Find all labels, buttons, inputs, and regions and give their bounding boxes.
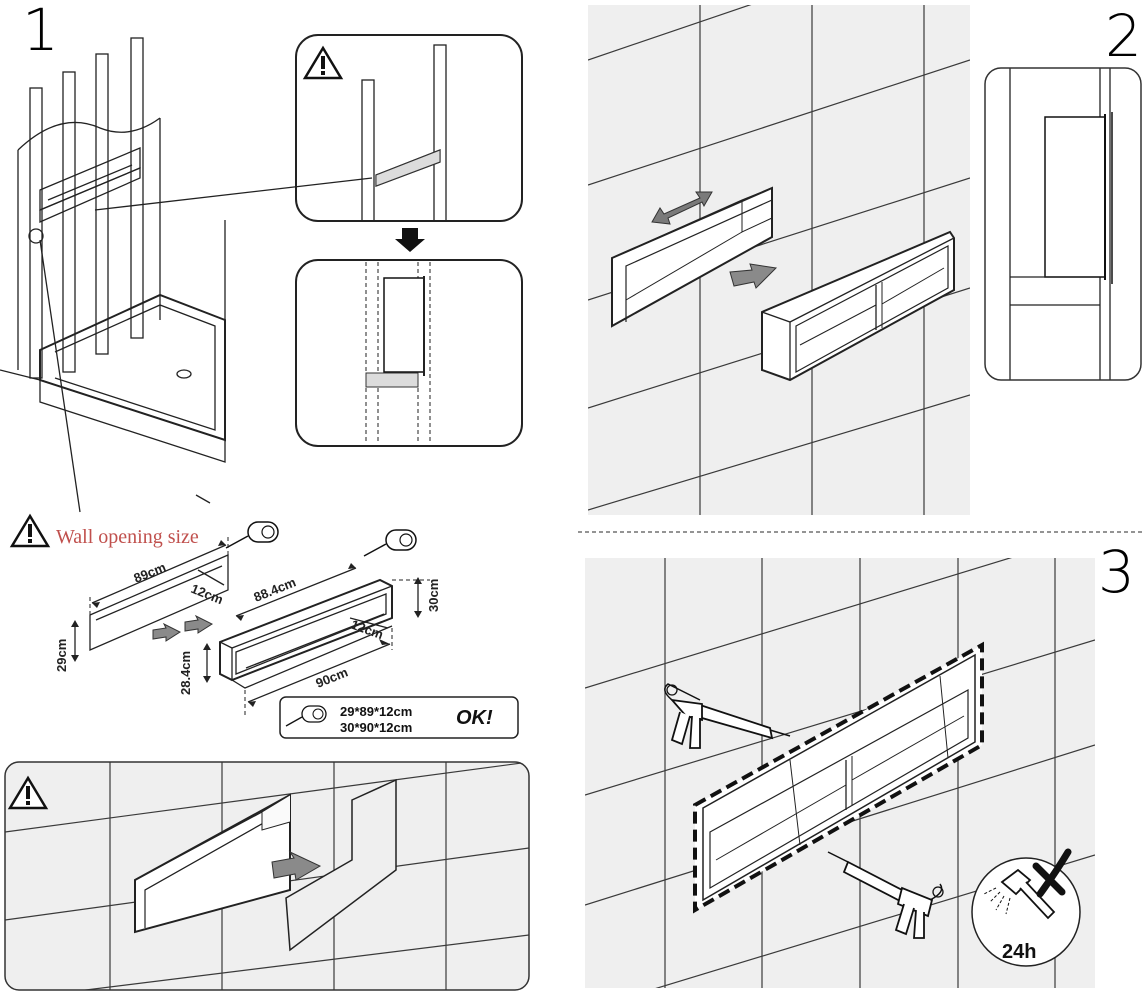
warning-triangle-icon xyxy=(302,45,344,80)
size-line-2: 30*90*12cm xyxy=(340,720,412,735)
push-arrow-icon xyxy=(152,614,214,642)
leader-line-2 xyxy=(39,239,81,513)
cross-mark-icon xyxy=(1032,848,1072,898)
leader-line-1 xyxy=(94,177,373,211)
no-shower-24h-badge: 24h xyxy=(971,848,1081,967)
warning-triangle-icon xyxy=(9,513,51,548)
dim-niche-inner-height: 28.4cm xyxy=(178,651,193,695)
tape-measure-icon xyxy=(285,705,327,727)
detail-box-side xyxy=(295,259,523,447)
wall-studs xyxy=(17,37,161,379)
wall-opening-label: Wall opening size xyxy=(56,526,199,548)
wall-opening-warning: Wall opening size xyxy=(9,513,199,548)
shower-head-icon xyxy=(983,868,1056,920)
down-arrow-icon xyxy=(395,228,425,252)
ok-label: OK! xyxy=(456,707,493,729)
step1-number: 1 xyxy=(22,0,59,64)
caulk-gun-icon xyxy=(664,683,791,749)
shower-tray xyxy=(0,220,226,463)
size-line-1: 29*89*12cm xyxy=(340,704,412,719)
step2-section: 2 xyxy=(588,2,1142,515)
detail-box-studs xyxy=(295,34,523,222)
step2-number: 2 xyxy=(1105,2,1142,70)
push-arrow-icon xyxy=(729,263,778,289)
wall-opening-drawing xyxy=(71,536,229,662)
step1-section: 1 xyxy=(0,0,523,739)
niche-box-drawing xyxy=(203,563,430,715)
step3-number: 3 xyxy=(1098,538,1135,606)
dim-niche-depth: 12cm xyxy=(349,617,385,642)
tape-measure-icon xyxy=(225,521,279,549)
dim-niche-outer-height: 30cm xyxy=(426,579,441,612)
step3-section: 3 xyxy=(585,538,1135,988)
dim-opening-height: 29cm xyxy=(54,639,69,672)
warning-triangle-icon xyxy=(7,775,49,810)
double-arrow-icon xyxy=(651,191,713,225)
dim-opening-depth: 12cm xyxy=(189,581,225,607)
tile-warning-panel xyxy=(4,761,530,991)
dim-opening-width: 89cm xyxy=(132,559,168,585)
tape-measure-icon xyxy=(363,529,417,557)
side-detail-box xyxy=(984,67,1142,381)
sizes-box: 29*89*12cm 30*90*12cm OK! xyxy=(279,696,519,739)
cure-time-label: 24h xyxy=(1002,941,1036,963)
caulk-gun-icon xyxy=(827,851,944,939)
wall-niche-outline xyxy=(28,147,141,244)
